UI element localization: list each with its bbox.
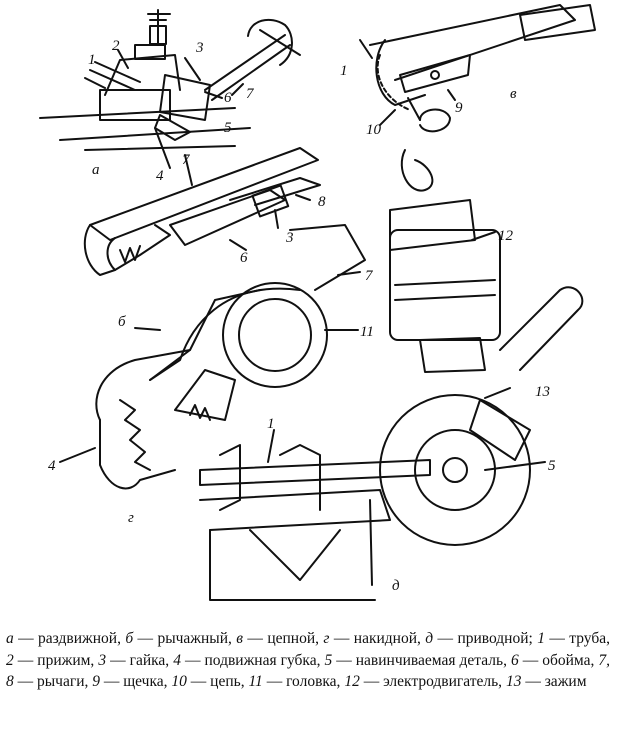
caption-text: — электродвигатель, [359, 673, 506, 690]
label-10: 10 [366, 122, 382, 138]
label-7-b: 7 [182, 152, 191, 168]
caption-text: — гайка, [106, 651, 174, 669]
label-6-a: 6 [224, 90, 232, 106]
label-9: 9 [455, 100, 463, 116]
caption-key: 7, 8 [6, 651, 611, 691]
caption-key: 5 [324, 651, 333, 669]
caption-key: 13 [505, 673, 522, 690]
caption-key: 11 [248, 673, 263, 690]
caption-key: 4 [173, 651, 181, 669]
caption-text: — прижим, [13, 651, 99, 669]
caption-key: г [323, 630, 330, 647]
caption-text: — рычаги, [13, 673, 93, 690]
caption-key: 3 [98, 651, 107, 669]
wrench-types-figure: 1 2 3 6 7 5 4 7 8 3 6 1 9 10 7 11 4 12 1… [39, 4, 596, 601]
letter-b: б [118, 314, 126, 330]
caption-text: — щечка, [100, 673, 172, 690]
label-1-a: 1 [88, 52, 96, 68]
letter-a: а [92, 162, 100, 178]
caption-key: в [236, 630, 244, 647]
caption-text: — подвижная губка, [180, 651, 325, 669]
caption-key: 12 [344, 673, 360, 690]
letter-d: д [392, 578, 400, 594]
caption-key: а [6, 630, 14, 647]
caption-text: — при­водной; [433, 630, 538, 647]
caption-key: 9 [92, 673, 100, 690]
label-12: 12 [498, 228, 514, 244]
caption-text: — рычажный, [133, 630, 237, 647]
wrench-d-drawing [199, 149, 584, 601]
caption-key: 1 [537, 630, 545, 647]
caption-key: б [125, 630, 134, 647]
figure-caption: а — раздвижной, б — рычажный, в — цепной… [6, 628, 610, 693]
label-3-b: 3 [285, 230, 294, 246]
caption-text: — головка, [262, 673, 345, 690]
caption-text: — зажим [521, 673, 587, 690]
label-4-a: 4 [156, 168, 164, 184]
label-13: 13 [535, 384, 550, 400]
label-1-d: 1 [267, 416, 275, 432]
caption-text: — обойма, [518, 651, 599, 669]
caption-text: — навинчиваемая деталь, [332, 651, 511, 669]
caption-text: — цепной, [243, 630, 324, 647]
caption-text: — труба, [544, 630, 610, 647]
label-3-a: 3 [195, 40, 204, 56]
label-4-c: 4 [48, 458, 56, 474]
part-labels: 1 2 3 6 7 5 4 7 8 3 6 1 9 10 7 11 4 12 1… [48, 38, 556, 474]
subfigure-letters: а б в г д [92, 86, 517, 594]
label-2: 2 [112, 38, 120, 54]
caption-key: д [425, 630, 434, 647]
caption-text: — накидной, [329, 630, 426, 647]
wrench-b-drawing [83, 147, 321, 276]
letter-v: в [510, 86, 517, 102]
label-5-d: 5 [548, 458, 556, 474]
label-7-c: 7 [365, 268, 374, 284]
label-5-a: 5 [224, 120, 232, 136]
caption-text: — цепь, [186, 673, 249, 690]
caption-key: 6 [510, 651, 519, 669]
label-8: 8 [318, 194, 326, 210]
caption-key: 2 [6, 651, 14, 669]
wrench-v-drawing [359, 4, 596, 133]
letter-g: г [128, 510, 134, 526]
wrench-a-drawing [39, 9, 301, 169]
label-6-b: 6 [240, 250, 248, 266]
label-1-c: 1 [340, 63, 348, 79]
caption-text: — раздвижной, [13, 630, 126, 647]
wrench-g-drawing [59, 224, 366, 490]
caption-key: 10 [171, 673, 187, 690]
label-11: 11 [360, 324, 374, 340]
label-7-a: 7 [246, 86, 255, 102]
